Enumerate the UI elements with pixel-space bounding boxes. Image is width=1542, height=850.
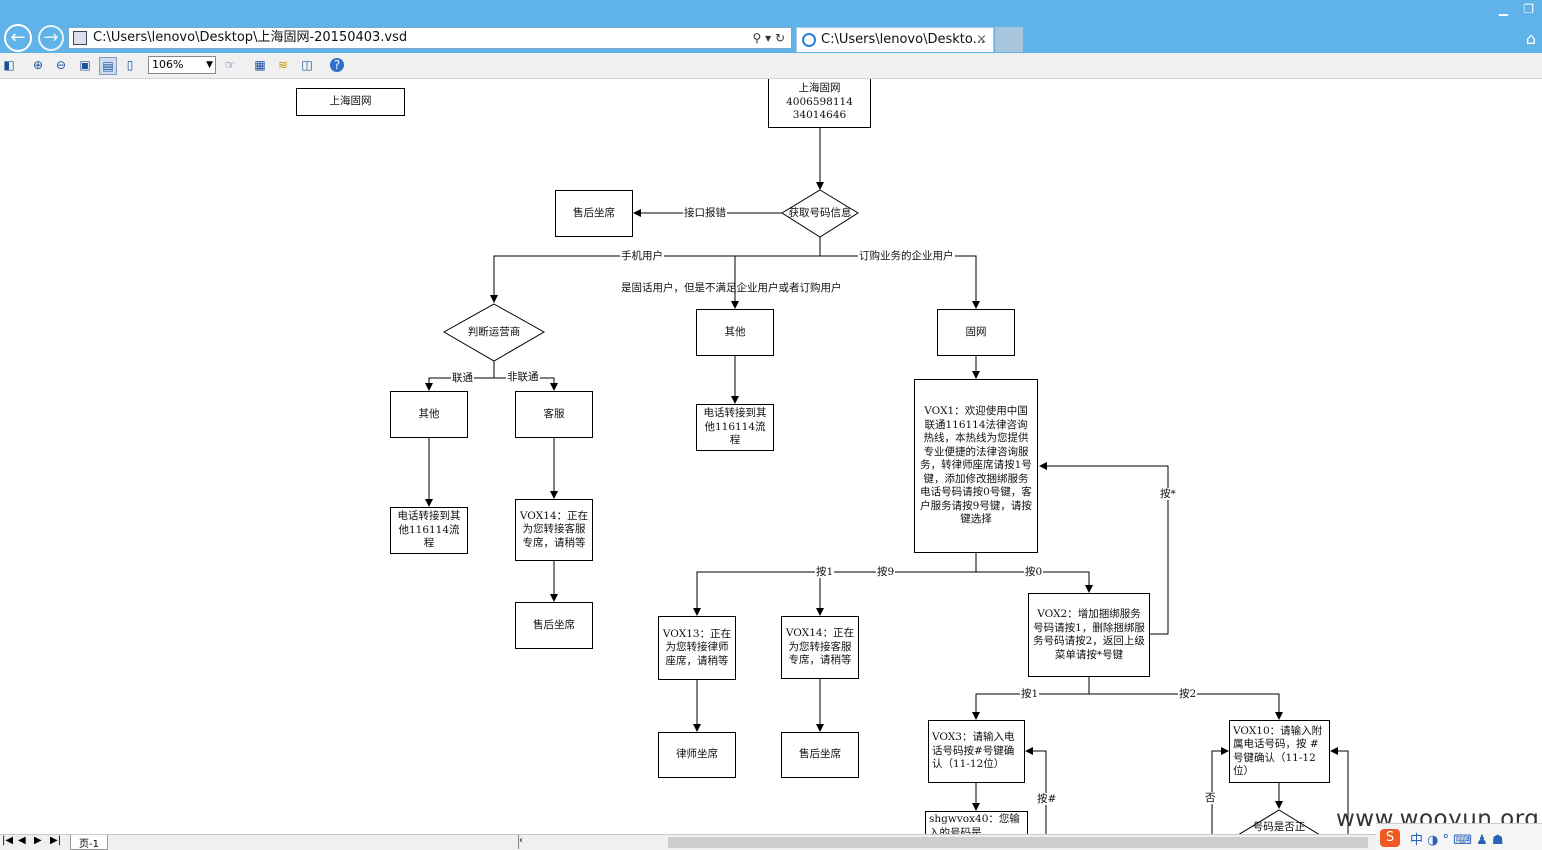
edge-label-press2: 按2: [1178, 688, 1198, 700]
edge-label-star: 按*: [1159, 488, 1177, 500]
vox14-box-middle: VOX14：正在为您转接客服专席，请稍等: [781, 616, 859, 679]
edge-label-enterprise: 订购业务的企业用户: [858, 250, 955, 262]
landline-box: 固网: [937, 309, 1015, 356]
close-icon[interactable]: ×: [976, 32, 987, 47]
edge-label-unicom: 联通: [451, 372, 474, 384]
edge-label-mobile: 手机用户: [620, 250, 664, 262]
pan-icon[interactable]: ☞: [224, 58, 236, 72]
chevron-down-icon: ▼: [206, 60, 213, 70]
prev-page-icon[interactable]: ◀: [18, 835, 26, 846]
edge-label-press1-a: 按1: [815, 566, 835, 578]
forward-arrow-icon: →: [43, 27, 59, 48]
address-bar[interactable]: C:\Users\lenovo\Desktop\上海固网-20150403.vs…: [68, 27, 792, 49]
edge-label-interface-error: 接口报错: [683, 207, 727, 219]
zoom-value: 106%: [152, 58, 184, 71]
top-box: 上海固网 4006598114 34014646: [768, 79, 871, 128]
ime-toolbar[interactable]: S 中 ◑ ° ⌨ ♟ ☗: [1376, 823, 1542, 850]
edge-label-press1-b: 按1: [1020, 688, 1040, 700]
help-icon[interactable]: ?: [330, 58, 344, 72]
page-tab[interactable]: 页-1: [70, 835, 108, 850]
vox2-box: VOX2：增加捆绑服务号码请按1，删除捆绑服务号码请按2，返回上级菜单请按*号键: [1028, 593, 1150, 677]
vox3-box: VOX3：请输入电话号码按#号键确认（11-12位）: [928, 720, 1025, 783]
vox1-box: VOX1：欢迎使用中国联通116114法律咨询热线，本热线为您提供专业便捷的法律…: [914, 379, 1038, 553]
properties-icon[interactable]: ▦: [254, 58, 266, 72]
edge-label-non-unicom: 非联通: [506, 371, 540, 383]
last-page-icon[interactable]: ▶|: [50, 835, 62, 846]
tab-title: C:\Users\lenovo\Deskto...: [821, 32, 985, 47]
diamond-is-valid: [1238, 809, 1320, 834]
other-box-middle: 其他: [696, 309, 774, 356]
after-sales-box-left: 售后坐席: [515, 602, 593, 649]
window-controls[interactable]: ▁ ❐: [1498, 2, 1534, 16]
browser-titlebar: ▁ ❐ ← → C:\Users\lenovo\Desktop\上海固网-201…: [0, 0, 1542, 53]
home-icon[interactable]: ⌂: [1525, 29, 1536, 48]
first-page-icon[interactable]: |◀: [2, 835, 14, 846]
zoom-select[interactable]: 106% ▼: [148, 56, 216, 74]
page-icon: [73, 31, 87, 45]
address-text: C:\Users\lenovo\Desktop\上海固网-20150403.vs…: [93, 30, 408, 45]
transfer-other-box-left: 电话转接到其他116114流程: [390, 507, 468, 554]
edge-label-press9: 按9: [876, 566, 896, 578]
vox13-box: VOX13：正在为您转接律师座席，请稍等: [658, 616, 736, 680]
reviewer-icon[interactable]: ◫: [301, 58, 313, 72]
header-box: 上海固网: [296, 88, 405, 116]
forward-button[interactable]: →: [38, 25, 64, 51]
vox10-box: VOX10：请输入附属电话号码，按 # 号键确认（11-12位）: [1229, 720, 1330, 783]
layers-icon[interactable]: ≋: [277, 58, 289, 72]
top-box-line-2: 4006598114: [786, 95, 853, 108]
lawyer-seat-box: 律师坐席: [658, 732, 736, 778]
browser-tab[interactable]: C:\Users\lenovo\Deskto... ×: [796, 27, 994, 52]
transfer-other-box-middle: 电话转接到其他116114流程: [696, 404, 774, 451]
diagram-canvas: 上海固网 上海固网 4006598114 34014646 获取号码信息 售后坐…: [0, 79, 1542, 834]
after-sales-box-1: 售后坐席: [555, 190, 633, 237]
back-arrow-icon: ←: [10, 27, 26, 48]
top-box-line-3: 34014646: [792, 109, 847, 122]
customer-service-box: 客服: [515, 391, 593, 438]
edge-label-hash: 按#: [1036, 793, 1058, 805]
new-tab-button[interactable]: [995, 27, 1023, 52]
sogou-s-icon: S: [1380, 829, 1400, 847]
fit-page-icon[interactable]: ▣: [79, 58, 91, 72]
edge-label-press0: 按0: [1024, 566, 1044, 578]
search-refresh-icons[interactable]: ⚲ ▾ ↻: [752, 31, 786, 45]
ie-icon: [802, 33, 816, 47]
ime-mode-icons: 中 ◑ ° ⌨ ♟ ☗: [1410, 833, 1504, 848]
zoom-out-icon[interactable]: ⊖: [55, 58, 67, 72]
visio-toolbar: ◧ ⊕ ⊖ ▣ ▤ ▯ 106% ▼ ☞ ▦ ≋ ◫ ?: [0, 53, 1542, 79]
is-valid-label: 号码是否正: [1252, 820, 1306, 833]
next-page-icon[interactable]: ▶: [34, 835, 42, 846]
other-box-left: 其他: [390, 391, 468, 438]
vox14-box-left: VOX14：正在为您转接客服专席，请稍等: [515, 499, 593, 561]
scroll-left-icon[interactable]: ‹: [518, 835, 529, 849]
edge-label-landline-other: 是固话用户，但是不满足企业用户或者订购用户: [621, 282, 842, 294]
back-button[interactable]: ←: [4, 24, 32, 52]
edge-label-no: 否: [1204, 792, 1217, 804]
top-box-line-1: 上海固网: [798, 82, 841, 95]
get-number-label: 获取号码信息: [788, 206, 852, 219]
after-sales-box-middle: 售后坐席: [781, 732, 859, 778]
page-width-icon[interactable]: ▤: [99, 57, 117, 75]
shgwvox40-box: shgwvox40：您输入的号码是: [925, 811, 1028, 834]
horizontal-scrollbar-thumb[interactable]: [668, 837, 1368, 848]
zoom-in-icon[interactable]: ⊕: [32, 58, 44, 72]
actual-size-icon[interactable]: ▯: [126, 58, 134, 72]
status-bar: |◀ ◀ ▶ ▶| 页-1 ‹ S 中 ◑ ° ⌨ ♟ ☗: [0, 823, 1542, 850]
judge-operator-label: 判断运营商: [467, 325, 521, 338]
viewer-icon[interactable]: ◧: [3, 58, 15, 72]
